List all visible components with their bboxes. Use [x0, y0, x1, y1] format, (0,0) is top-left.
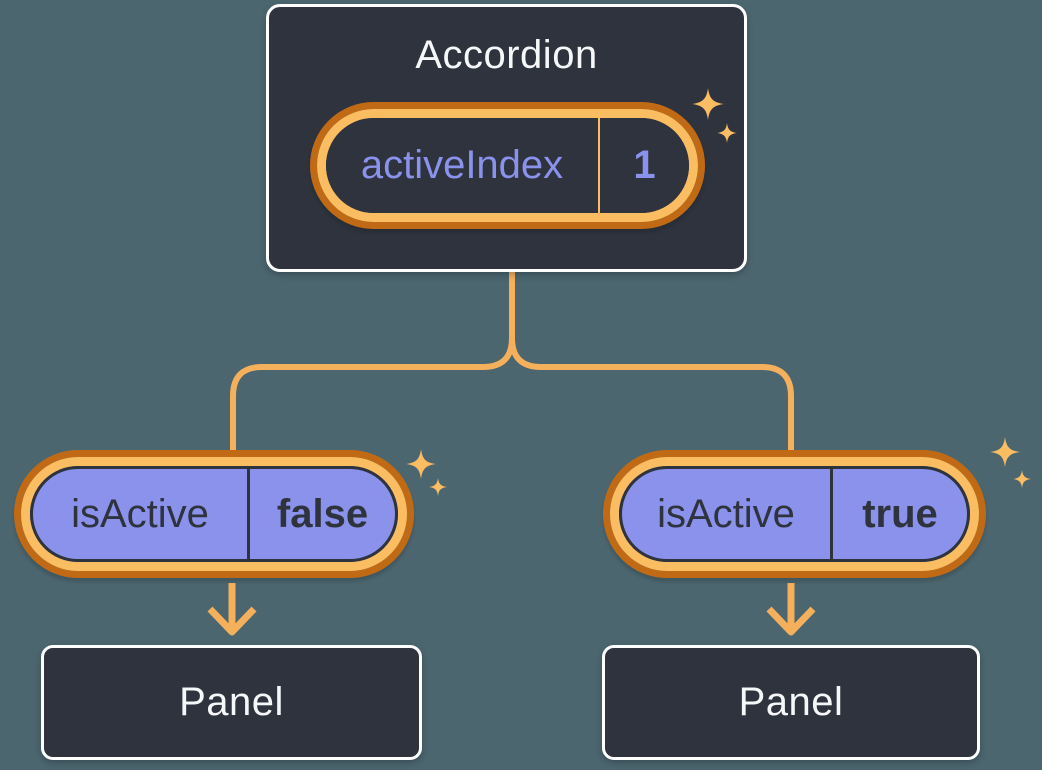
accordion-title: Accordion [415, 33, 598, 77]
pill-divider [830, 469, 833, 559]
down-arrow-left [207, 583, 257, 636]
pill-divider [598, 118, 600, 213]
sparkle-icon [406, 449, 436, 479]
pill-inner-ring: isActive true [610, 457, 979, 571]
fork-connector-left [230, 272, 515, 452]
is-active-label-left: isActive [71, 491, 209, 536]
active-index-label: activeIndex [360, 143, 564, 187]
is-active-pill-left: isActive false [14, 450, 414, 578]
pill-inner-ring: isActive false [21, 457, 407, 571]
is-active-value-left: false [276, 491, 369, 536]
fork-connector-right [509, 272, 794, 452]
panel-box-right: Panel [602, 645, 980, 760]
active-index-pill: activeIndex 1 [310, 102, 705, 229]
active-index-value: 1 [633, 143, 656, 187]
panel-title-right: Panel [738, 680, 844, 724]
is-active-pill-right: isActive true [603, 450, 986, 578]
sparkle-icon [990, 437, 1020, 467]
panel-title-left: Panel [179, 680, 284, 724]
sparkle-icon [429, 478, 447, 496]
panel-box-left: Panel [41, 645, 422, 760]
pill-inner-ring: activeIndex 1 [317, 109, 698, 222]
pill-divider [247, 469, 250, 559]
sparkle-icon [1013, 470, 1031, 488]
down-arrow-right [766, 583, 816, 636]
is-active-label-right: isActive [657, 491, 795, 536]
is-active-value-right: true [862, 491, 938, 536]
